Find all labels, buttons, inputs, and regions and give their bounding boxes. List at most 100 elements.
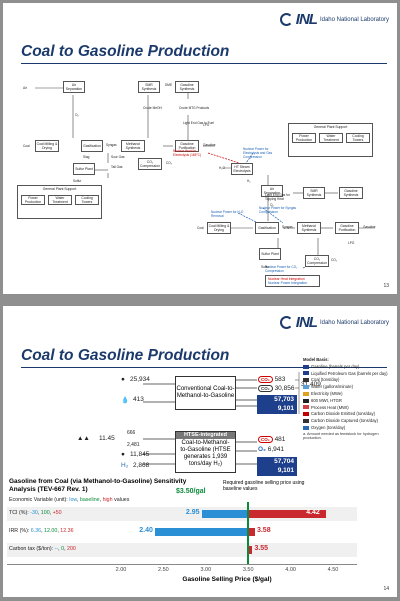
- chart-row-label: IRR (%): 6.36, 12.00, 12.36: [9, 528, 74, 534]
- legend-text: Process Heat (MWt): [311, 404, 349, 410]
- legend-swatch: [303, 391, 309, 396]
- co2-emitted-icon: CO₂: [258, 376, 273, 383]
- row-sep1: ,: [37, 510, 41, 516]
- sulfur-label-2: Sulfur: [261, 265, 270, 269]
- co2-compression-box: CO₂ Compression: [138, 158, 162, 170]
- co2-compression-box-2: CO₂ Compression: [305, 255, 329, 267]
- conv-co2-emitted: 583: [274, 376, 286, 383]
- key-heat: Nuclear Heat Integration: [268, 277, 305, 281]
- chart-row-label: Carbon tax ($/ton): --, 0, 200: [9, 546, 76, 552]
- nuclear-power-note-4: Nuclear Power for CO₂ Compression: [265, 265, 298, 273]
- conv-co2-captured-row: CO₂ 30,856: [258, 385, 294, 392]
- air-separation-box-2: Air Separation: [261, 185, 283, 197]
- htse-co2-emitted-row: CO₂ 481: [258, 436, 285, 443]
- slag-label: Slag: [83, 155, 90, 159]
- legend-item: 600 MWt, HTGR: [303, 398, 393, 405]
- model-basis-legend: Model Basis: Gasoline (barrels per day)L…: [303, 357, 393, 432]
- htse-tag: HTSE-integrated: [176, 432, 235, 439]
- gasoline-purification-box-2: Gasoline Purification: [335, 222, 359, 234]
- logo-text: INL: [295, 11, 318, 28]
- coal-milling-box-2: Coal Milling & Drying: [207, 222, 231, 234]
- row-sep2: ,: [57, 528, 61, 534]
- legend-item: Coal (tons/day): [303, 377, 393, 384]
- row-sep1: ,: [41, 528, 45, 534]
- high-bar: [248, 546, 253, 554]
- lpg-label: LPG: [203, 123, 210, 127]
- legend-swatch: [303, 425, 309, 430]
- legend-footnote: a. Amount needed as feedstock for hydrog…: [303, 432, 379, 440]
- htse-h2-in: 2,868: [133, 462, 150, 469]
- baseline-line: [247, 502, 250, 564]
- support-title-2: General Plant Support: [313, 125, 348, 129]
- coal-icon-2: ●: [121, 451, 125, 458]
- htse-electricity: 2,481: [127, 442, 140, 448]
- legend-text: Oxygen (tons/day): [311, 424, 346, 430]
- high-bar-label: 3.58: [256, 527, 271, 534]
- light-end-label-2: Light End Gas for Topping Heat: [265, 193, 290, 201]
- legend-text: Coal (tons/day): [311, 377, 340, 383]
- flow-lines: [35, 87, 375, 269]
- legend-item: Process Heat (MWt): [303, 405, 393, 412]
- x-axis-title: Gasoline Selling Price ($/gal): [182, 576, 272, 583]
- high-bar-label: 4.42: [306, 509, 320, 516]
- key-low: low: [69, 497, 77, 503]
- nuclear-power-note-2: Nuclear Power for H₂O Removal: [211, 210, 244, 218]
- legend-item: Carbon Dioxide Captured (tons/day): [303, 418, 393, 425]
- conv-water-in: 413: [133, 396, 144, 403]
- chart-row-bg: [7, 543, 357, 557]
- high-bar: [248, 528, 255, 536]
- syngas-label: Syngas: [106, 143, 117, 147]
- logo-text-2: INL: [295, 314, 318, 331]
- co2-label: CO₂: [166, 161, 173, 165]
- x-tick-label: 3.00: [200, 567, 212, 573]
- page-title-2: Coal to Gasoline Production: [21, 347, 230, 364]
- row-label: Carbon tax ($/ton):: [9, 546, 55, 552]
- inl-logo-2: INL Idaho National Laboratory: [279, 314, 389, 331]
- key-baseline: baseline: [79, 497, 100, 503]
- legend-item: Liquified Petroleum Gas (barrels per day…: [303, 371, 393, 378]
- lpg-label-2: LPG: [348, 241, 355, 245]
- low-bar-label: 2.40: [139, 527, 153, 534]
- high-bar-label: 3.55: [254, 545, 269, 552]
- page-title: Coal to Gasoline Production: [21, 43, 230, 60]
- conv-co2-captured: 30,856: [274, 385, 295, 392]
- gasification-box: Gasification: [81, 140, 103, 152]
- htse-lpg: 9,101: [257, 466, 297, 476]
- x-tick-label: 2.50: [158, 567, 169, 573]
- row-label: IRR (%):: [9, 528, 31, 534]
- crude-meoh-label: Crude MeOH: [143, 106, 162, 110]
- gasoline-label: Gasoline: [203, 143, 216, 147]
- row-high: 200: [67, 546, 76, 552]
- title-rule: [21, 63, 387, 64]
- x-tick-label: 4.50: [327, 567, 339, 573]
- h2-label: H₂: [247, 179, 251, 183]
- water-icon: 💧: [121, 397, 130, 404]
- legend-text: Gasoline (barrels per day): [311, 363, 360, 369]
- legend-item: Oxygen (tons/day): [303, 425, 393, 432]
- inl-logo: INL Idaho National Laboratory: [279, 11, 389, 28]
- air-separation-box: Air Separation: [63, 81, 85, 93]
- gasoline-purification-box: Gasoline Purification: [175, 140, 199, 152]
- coal-label: Coal: [23, 144, 30, 148]
- smr-synthesis-box: SMR Synthesis: [138, 81, 160, 93]
- legend-item: Gasoline (barrels per day): [303, 364, 393, 371]
- high-bar: [248, 510, 327, 518]
- h2-icon: H₂: [121, 462, 129, 469]
- co2-captured-icon: CO₂: [258, 385, 273, 392]
- low-bar-label: 2.95: [185, 509, 200, 516]
- nuclear-heat-note: Nuclear Heat for Electrolysis (165°C): [173, 149, 202, 157]
- key-high: high: [102, 497, 113, 503]
- x-tick-label: 2.00: [115, 567, 127, 573]
- htse-process-box: HTSE-integrated Coal-to-Methanol-to-Gaso…: [175, 431, 236, 473]
- x-axis: [7, 564, 357, 565]
- page-number: 13: [383, 283, 389, 289]
- legend-swatch: [303, 419, 309, 424]
- chart-row-label: TCI (%): -30, 100, +50: [9, 510, 62, 516]
- htse-oxygen: 6,941: [267, 446, 285, 453]
- htse-process-heat: 666: [127, 430, 136, 436]
- sulfur-plant-box: Sulfur Plant: [73, 163, 95, 175]
- legend-swatch: [303, 385, 309, 390]
- row-base: 0: [61, 546, 65, 552]
- row-sep2: ,: [49, 510, 53, 516]
- conv-gasoline: 57,703: [257, 395, 297, 405]
